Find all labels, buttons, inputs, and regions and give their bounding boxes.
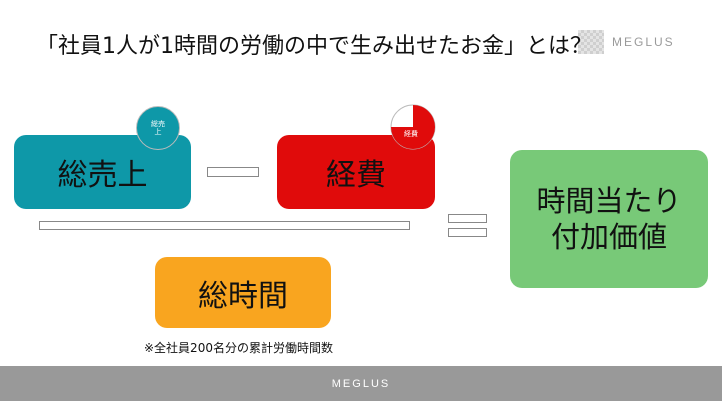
logo-pattern-icon: [578, 30, 604, 54]
total-sales-badge-icon: 総売 上: [136, 106, 180, 150]
total-hours-box: 総時間: [155, 257, 331, 328]
equals-sign-bottom: [448, 228, 487, 237]
logo-text: MEGLUS: [612, 35, 675, 49]
hours-footnote: ※全社員200名分の累計労働時間数: [144, 341, 333, 355]
total-sales-label: 総売上: [57, 158, 148, 193]
value-added-per-hour-box: 時間当たり 付加価値: [510, 150, 708, 288]
expenses-badge-label: 経費: [404, 130, 418, 138]
fraction-line: [39, 221, 410, 230]
total-sales-badge-line1: 総売: [151, 120, 165, 128]
expenses-box: 経費: [277, 135, 435, 209]
footer-bar: MEGLUS: [0, 366, 722, 401]
brand-logo-top: MEGLUS: [578, 30, 688, 54]
footer-brand: MEGLUS: [331, 377, 391, 390]
value-added-line2: 付加価値: [550, 220, 667, 254]
expenses-label: 経費: [326, 158, 386, 193]
minus-sign: [207, 167, 259, 177]
value-added-line1: 時間当たり: [536, 183, 682, 218]
total-hours-label: 総時間: [198, 278, 288, 314]
slide-title: 「社員1人が1時間の労働の中で生み出せたお金」とは？: [36, 34, 592, 59]
total-sales-box: 総売上: [14, 135, 191, 209]
equals-sign-top: [448, 214, 487, 223]
total-sales-badge-line2: 上: [154, 128, 162, 136]
expenses-pie-badge-icon: 経費: [390, 104, 436, 150]
